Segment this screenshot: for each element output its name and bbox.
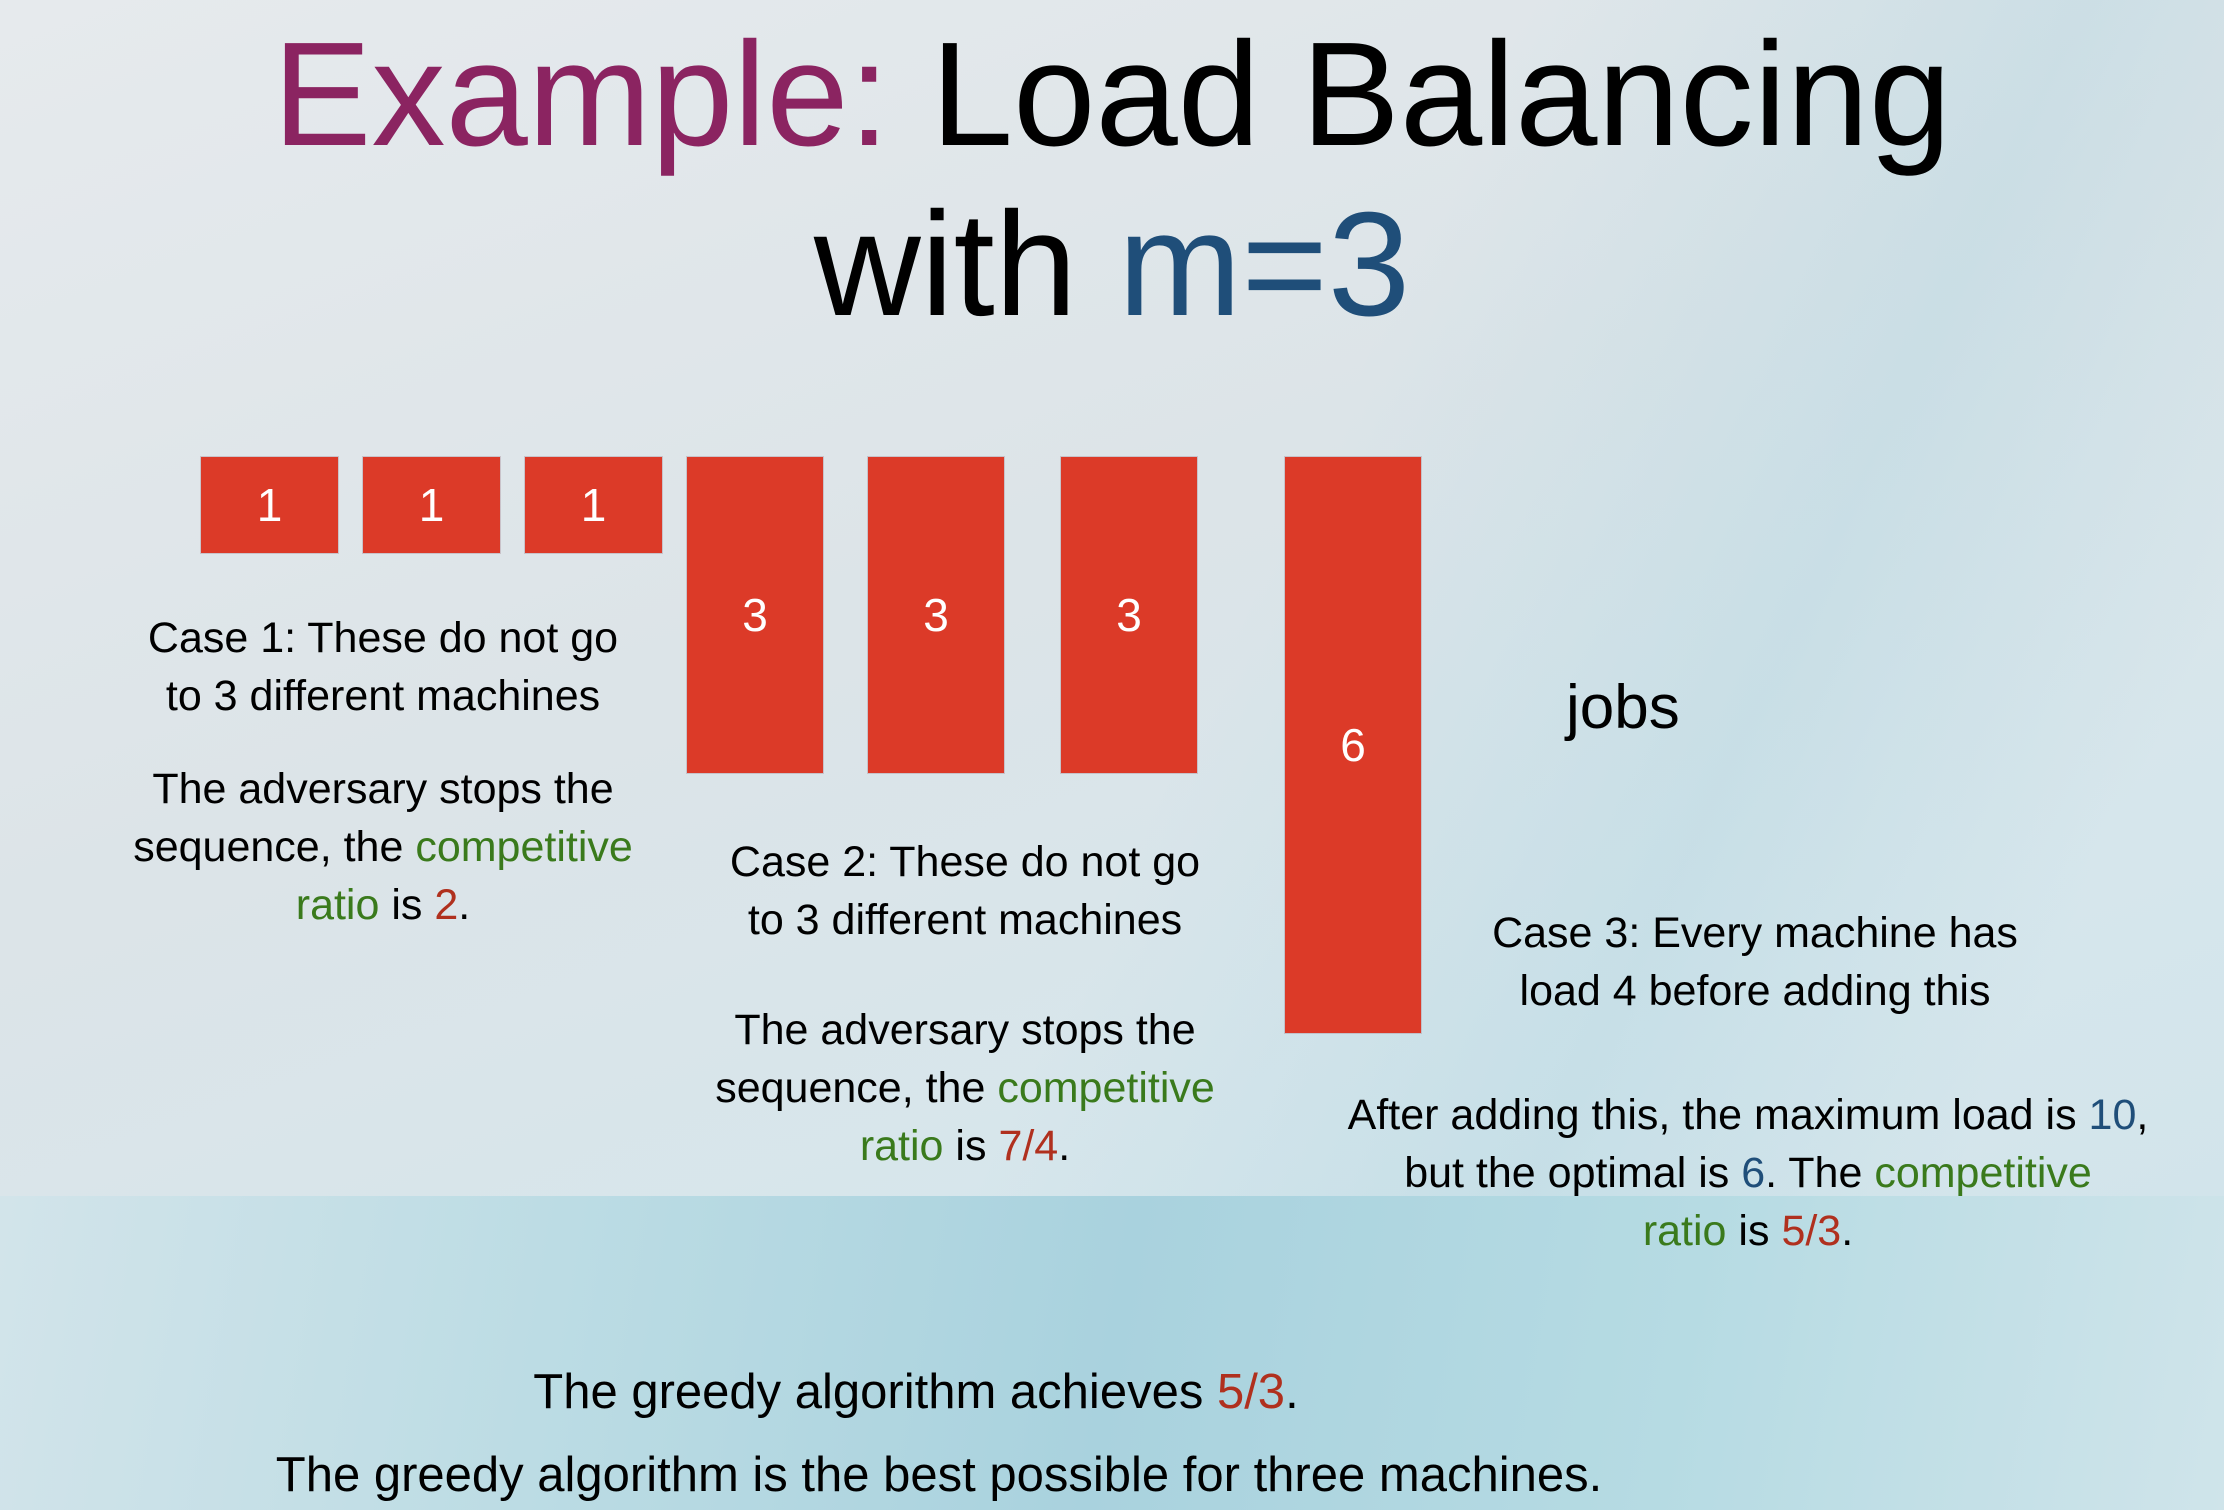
ratio-value: 2 — [434, 881, 459, 929]
case1-heading-line2: to 3 different machines — [165, 672, 601, 720]
case3-body-line3: ratio is 5/3. — [1348, 1202, 2149, 1260]
case1-body-line2: sequence, the competitive — [133, 818, 633, 876]
case2-heading: Case 2: These do not go to 3 different ma… — [730, 833, 1200, 949]
text: but the optimal is — [1404, 1149, 1742, 1197]
slide-title-line2: with m=3 — [0, 180, 2224, 350]
greedy-ratio: 5/3 — [1216, 1365, 1286, 1419]
text: is — [379, 881, 435, 929]
case3-body: After adding this, the maximum load is 1… — [1348, 1086, 2149, 1260]
title-line2-pre: with — [813, 182, 1119, 347]
job-box-3a: 3 — [687, 457, 823, 773]
case1-body: The adversary stops the sequence, the co… — [133, 760, 633, 934]
case1-heading-line1: Case 1: These do not go — [147, 614, 619, 662]
text: . — [458, 881, 471, 929]
term-ratio: ratio — [1642, 1207, 1727, 1255]
conclusion-line1: The greedy algorithm achieves 5/3. — [533, 1364, 1298, 1420]
title-prefix: Example: — [272, 12, 890, 177]
optimal-value: 6 — [1741, 1149, 1766, 1197]
case3-body-line1: After adding this, the maximum load is 1… — [1348, 1086, 2149, 1144]
case1-heading: Case 1: These do not go to 3 different ma… — [148, 609, 618, 725]
text: . — [1058, 1122, 1071, 1170]
term-competitive: competitive — [1874, 1149, 2092, 1197]
background-band — [0, 1196, 2224, 1510]
jobs-label: jobs — [1566, 673, 1680, 742]
case2-heading-line2: to 3 different machines — [747, 896, 1183, 944]
text: . The — [1765, 1149, 1875, 1197]
case3-body-line2: but the optimal is 6. The competitive — [1348, 1144, 2149, 1202]
job-box-1c: 1 — [525, 457, 662, 553]
job-box-1a: 1 — [201, 457, 338, 553]
case2-heading-line1: Case 2: These do not go — [729, 838, 1201, 886]
job-box-3b: 3 — [868, 457, 1004, 773]
case3-heading-line1: Case 3: Every machine has — [1492, 909, 2018, 957]
case2-body-line3: ratio is 7/4. — [715, 1117, 1215, 1175]
text: is — [1726, 1207, 1782, 1255]
job-box-1b: 1 — [363, 457, 500, 553]
term-ratio: ratio — [859, 1122, 944, 1170]
case1-body-line3: ratio is 2. — [133, 876, 633, 934]
term-competitive: competitive — [997, 1064, 1215, 1112]
text: sequence, the — [715, 1064, 998, 1112]
text: . — [1285, 1365, 1299, 1419]
ratio-value: 7/4 — [998, 1122, 1059, 1170]
conclusion-line2: The greedy algorithm is the best possibl… — [275, 1448, 1603, 1502]
text: is — [943, 1122, 999, 1170]
job-box-6: 6 — [1285, 457, 1421, 1033]
term-ratio: ratio — [295, 881, 380, 929]
text: . — [1841, 1207, 1854, 1255]
text: After adding this, the maximum load is — [1347, 1091, 2089, 1139]
case2-body-line1: The adversary stops the — [734, 1006, 1196, 1054]
term-competitive: competitive — [415, 823, 633, 871]
text: , — [2136, 1091, 2149, 1139]
ratio-value: 5/3 — [1781, 1207, 1842, 1255]
case1-body-line1: The adversary stops the — [152, 765, 614, 813]
text: sequence, the — [133, 823, 416, 871]
slide-title-line1: Example: Load Balancing — [0, 10, 2224, 180]
job-box-3c: 3 — [1061, 457, 1197, 773]
title-variable: m=3 — [1118, 182, 1411, 347]
case3-heading-line2: load 4 before adding this — [1519, 967, 1991, 1015]
max-load-value: 10 — [2088, 1091, 2137, 1139]
title-main: Load Balancing — [889, 12, 1952, 177]
case2-body-line2: sequence, the competitive — [715, 1059, 1215, 1117]
case2-body: The adversary stops the sequence, the co… — [715, 1001, 1215, 1175]
text: The greedy algorithm achieves — [533, 1365, 1217, 1419]
case3-heading: Case 3: Every machine has load 4 before a… — [1492, 904, 2018, 1020]
